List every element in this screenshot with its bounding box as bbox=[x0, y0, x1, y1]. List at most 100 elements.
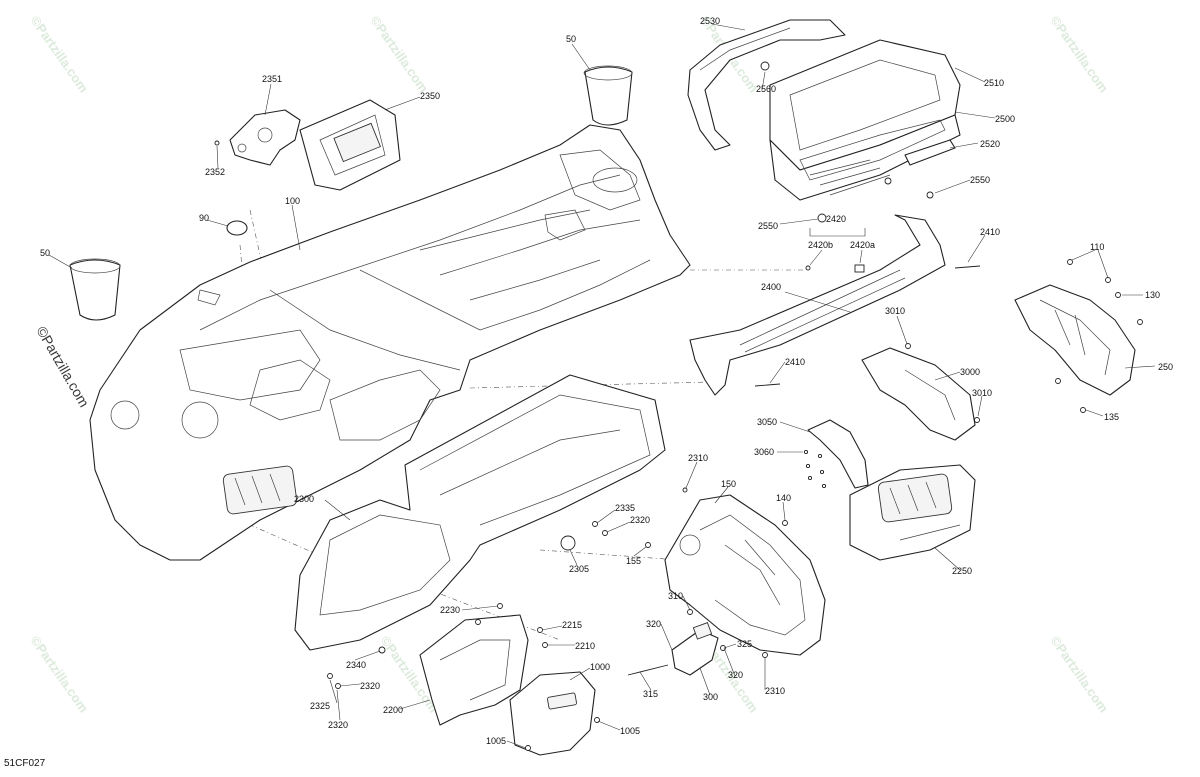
gauge-bracket bbox=[229, 109, 301, 166]
gauge-cluster bbox=[299, 99, 401, 191]
callout-label: 2350 bbox=[420, 91, 440, 101]
callout-label: 3000 bbox=[960, 367, 980, 377]
callout-label: 2340 bbox=[346, 660, 366, 670]
screw-icon bbox=[687, 609, 693, 615]
callout-label: 1000 bbox=[590, 662, 610, 672]
center-console-frame-150 bbox=[664, 494, 826, 656]
screw-icon bbox=[335, 683, 341, 689]
screw-icon bbox=[762, 652, 768, 658]
callout-label: 2510 bbox=[984, 78, 1004, 88]
washer-icon bbox=[1115, 292, 1121, 298]
fastener-icon bbox=[682, 487, 688, 493]
callout-label: 2550 bbox=[758, 221, 778, 231]
grab-handle bbox=[687, 19, 846, 151]
dashboard-main-panel bbox=[89, 124, 691, 561]
diagram-reference-code: 51CF027 bbox=[4, 758, 46, 769]
cup-holder-left bbox=[69, 258, 121, 321]
screw-icon bbox=[592, 521, 598, 527]
callout-label: 3010 bbox=[972, 388, 992, 398]
callout-label: 2520 bbox=[980, 139, 1000, 149]
watermark: ©Partzilla.com bbox=[28, 633, 92, 715]
callout-label: 1005 bbox=[620, 726, 640, 736]
callout-label: 320 bbox=[728, 670, 743, 680]
dash-support-bar bbox=[689, 214, 946, 396]
screw-icon bbox=[497, 603, 503, 609]
callout-label: 2210 bbox=[575, 641, 595, 651]
storage-door-1000 bbox=[509, 671, 596, 756]
callout-label: 2410 bbox=[980, 227, 1000, 237]
screw-icon bbox=[782, 520, 788, 526]
callout-label: 90 bbox=[199, 213, 209, 223]
screw-icon bbox=[602, 530, 608, 536]
knob-icon bbox=[560, 535, 576, 551]
callout-label: 2560 bbox=[756, 84, 776, 94]
glove-box-lower-2300 bbox=[294, 374, 666, 651]
nut-icon bbox=[926, 191, 934, 199]
callout-label: 2230 bbox=[440, 605, 460, 615]
plug-cap bbox=[226, 220, 248, 236]
callout-label: 1005 bbox=[486, 736, 506, 746]
callout-label: 2420 bbox=[826, 214, 846, 224]
washer-icon bbox=[525, 745, 531, 751]
screw-icon bbox=[537, 627, 543, 633]
clip-icon bbox=[854, 264, 865, 273]
watermark: ©Partzilla.com bbox=[368, 13, 432, 95]
callout-label: 2500 bbox=[995, 114, 1015, 124]
watermark: ©Partzilla.com bbox=[1048, 13, 1112, 95]
callout-label: 2320 bbox=[630, 515, 650, 525]
callout-label: 2320 bbox=[328, 720, 348, 730]
callout-label: 320 bbox=[646, 619, 661, 629]
upper-storage-box bbox=[769, 39, 961, 201]
callout-label: 2352 bbox=[205, 167, 225, 177]
nut-icon bbox=[1055, 378, 1061, 384]
screw-icon bbox=[1105, 277, 1111, 283]
callout-label: 155 bbox=[626, 556, 641, 566]
bolt-icon bbox=[754, 383, 781, 387]
watermark: ©Partzilla.com bbox=[33, 324, 92, 410]
watermark: ©Partzilla.com bbox=[28, 13, 92, 95]
callout-label: 3060 bbox=[754, 447, 774, 457]
screw-icon bbox=[475, 619, 481, 625]
callout-label: 50 bbox=[566, 34, 576, 44]
callout-label: 140 bbox=[776, 493, 791, 503]
callout-label: 315 bbox=[643, 689, 658, 699]
clip-icon bbox=[378, 646, 386, 654]
hardware-110-130-135 bbox=[1055, 259, 1143, 413]
callout-label: 2335 bbox=[615, 503, 635, 513]
callout-label: 150 bbox=[721, 479, 736, 489]
callout-label: 2420b bbox=[808, 240, 833, 250]
callout-label: 2250 bbox=[952, 566, 972, 576]
callout-label: 2550 bbox=[970, 175, 990, 185]
callout-label: 2300 bbox=[294, 494, 314, 504]
bolt-icon bbox=[627, 664, 669, 676]
screw-icon bbox=[542, 642, 548, 648]
washer-icon bbox=[594, 717, 600, 723]
screw-icon bbox=[214, 140, 220, 146]
leader-lines bbox=[48, 23, 1156, 749]
callout-label: 2351 bbox=[262, 74, 282, 84]
callout-label: 2305 bbox=[569, 564, 589, 574]
callout-label: 2310 bbox=[688, 453, 708, 463]
vent-panel-2250 bbox=[849, 464, 976, 561]
callout-label: 2410 bbox=[785, 357, 805, 367]
screw-icon bbox=[974, 417, 980, 423]
callout-labels: 2530 2560 2510 2500 2520 2550 2550 50 23… bbox=[40, 16, 1173, 746]
cup-holder-right bbox=[583, 65, 633, 126]
callout-label: 3010 bbox=[885, 306, 905, 316]
bracket-3050 bbox=[807, 419, 869, 489]
side-trim-panel-right bbox=[1014, 284, 1136, 396]
watermark: ©Partzilla.com bbox=[1048, 633, 1112, 715]
callout-label: 2320 bbox=[360, 681, 380, 691]
screw-icon bbox=[1137, 319, 1143, 325]
screw-icon bbox=[645, 542, 651, 548]
switch-assembly-300 bbox=[627, 609, 726, 676]
callout-label: 2310 bbox=[765, 686, 785, 696]
callout-label: 3050 bbox=[757, 417, 777, 427]
callout-label: 130 bbox=[1145, 290, 1160, 300]
callout-label: 2200 bbox=[383, 705, 403, 715]
lower-trim-2200 bbox=[419, 614, 529, 726]
callout-label: 325 bbox=[737, 639, 752, 649]
callout-label: 135 bbox=[1104, 412, 1119, 422]
clips-3060 bbox=[803, 449, 827, 489]
